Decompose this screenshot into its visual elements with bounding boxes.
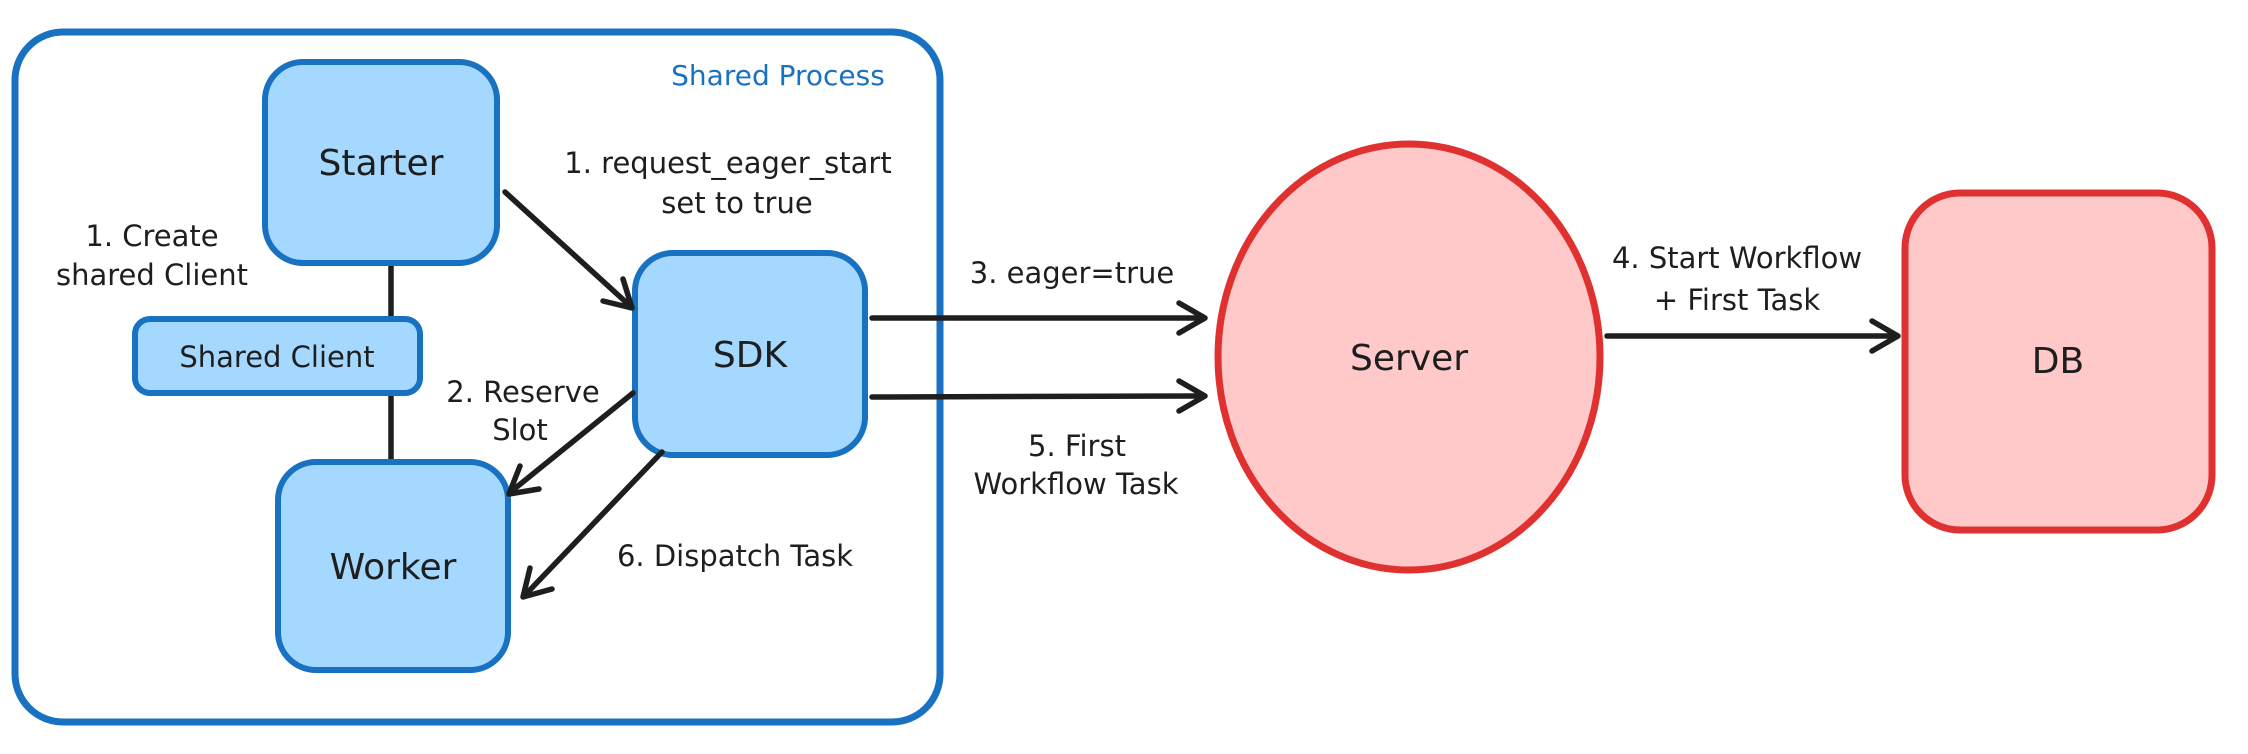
annotation-first-workflow-task-line2: Workflow Task <box>974 467 1179 501</box>
annotation-request-eager-start-line2: set to true <box>661 186 812 220</box>
sdk-label: SDK <box>713 335 789 376</box>
sdk-box <box>632 250 868 458</box>
annotation-request-eager-start: 1. request_eager_start set to true <box>564 146 891 220</box>
annotation-start-workflow-line1: 4. Start Workflow <box>1612 241 1862 275</box>
annotation-request-eager-start-line1: 1. request_eager_start <box>564 146 891 180</box>
annotation-eager-true: 3. eager=true <box>970 256 1175 290</box>
worker-label: Worker <box>330 547 457 588</box>
starter-label: Starter <box>319 143 444 184</box>
worker-box <box>275 459 511 673</box>
annotation-create-shared-client: 1. Create shared Client <box>56 219 248 292</box>
server-ellipse <box>1214 140 1604 574</box>
shared-process-label: Shared Process <box>671 59 885 92</box>
arrow-server-to-db <box>1604 318 1901 354</box>
db-label: DB <box>2032 341 2084 382</box>
shared-client-label: Shared Client <box>179 340 374 374</box>
arrow-sdk-to-server-top <box>869 300 1208 336</box>
node-shared-client: Shared Client <box>132 316 423 396</box>
annotation-dispatch-task-line1: 6. Dispatch Task <box>617 539 853 573</box>
arrow-sdk-to-server-bottom <box>869 378 1208 414</box>
annotation-first-workflow-task: 5. First Workflow Task <box>974 429 1179 501</box>
annotation-create-shared-client-line2: shared Client <box>56 258 248 292</box>
annotation-reserve-slot-line1: 2. Reserve <box>446 375 599 409</box>
starter-box <box>262 59 500 266</box>
node-starter: Starter <box>262 59 500 266</box>
node-sdk: SDK <box>632 250 868 458</box>
shared-process-frame <box>11 28 944 726</box>
arrow-starter-to-sdk <box>502 189 635 311</box>
annotation-dispatch-task: 6. Dispatch Task <box>617 539 853 573</box>
annotation-start-workflow: 4. Start Workflow + First Task <box>1612 241 1862 317</box>
arrow-sdk-reserve-slot <box>506 390 636 497</box>
shared-process-container: Shared Process <box>11 28 944 726</box>
arrow-sdk-dispatch-task <box>520 449 665 600</box>
server-label: Server <box>1350 338 1468 379</box>
node-server: Server <box>1214 140 1604 574</box>
annotation-first-workflow-task-line1: 5. First <box>1028 429 1126 463</box>
node-worker: Worker <box>275 459 511 673</box>
shared-client-box <box>132 316 423 396</box>
annotation-start-workflow-line2: + First Task <box>1654 283 1821 317</box>
db-box <box>1901 189 2216 534</box>
node-db: DB <box>1901 189 2216 534</box>
annotation-reserve-slot: 2. Reserve Slot <box>446 375 599 447</box>
annotation-create-shared-client-line1: 1. Create <box>85 219 218 253</box>
annotation-eager-true-line1: 3. eager=true <box>970 256 1175 290</box>
annotation-reserve-slot-line2: Slot <box>492 413 548 447</box>
